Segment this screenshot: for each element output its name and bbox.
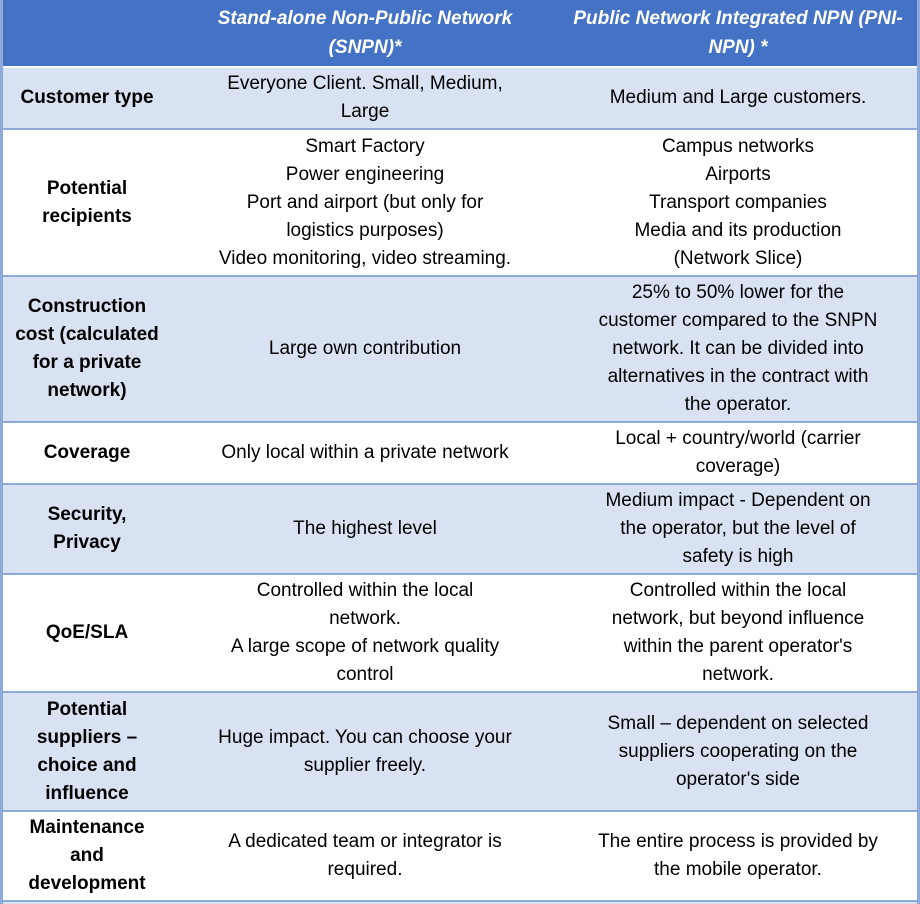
table-row-potential-suppliers: Potential suppliers – choice and influen… bbox=[3, 691, 917, 810]
cell-pni: Medium and Large customers. bbox=[609, 87, 867, 108]
cell-snpn: Smart Factory Power engineering Port and… bbox=[218, 135, 512, 269]
cell-snpn: Large own contribution bbox=[268, 338, 462, 359]
row-label: Potential suppliers – choice and influen… bbox=[36, 698, 138, 804]
table-row-coverage: Coverage Only local within a private net… bbox=[3, 421, 917, 483]
row-label: Customer type bbox=[20, 87, 154, 108]
cell-pni: Medium impact - Dependent on the operato… bbox=[605, 490, 871, 567]
cell-pni: Campus networks Airports Transport compa… bbox=[634, 135, 842, 269]
table-row-construction-cost: Construction cost (calculated for a priv… bbox=[3, 275, 917, 421]
table-row-security-privacy: Security, Privacy The highest level Medi… bbox=[3, 483, 917, 573]
cell-snpn: Everyone Client. Small, Medium, Large bbox=[227, 73, 503, 122]
table-row-potential-recipients: Potential recipients Smart Factory Power… bbox=[3, 128, 917, 275]
row-label: Maintenance and development bbox=[28, 817, 146, 894]
cell-pni: The entire process is provided by the mo… bbox=[598, 831, 878, 880]
row-label: Coverage bbox=[43, 442, 131, 463]
table-header-row: Stand-alone Non-Public Network (SNPN)* P… bbox=[3, 0, 917, 66]
cell-pni: Local + country/world (carrier coverage) bbox=[615, 428, 861, 477]
table-row-qoe-sla: QoE/SLA Controlled within the local netw… bbox=[3, 573, 917, 691]
row-label: Security, Privacy bbox=[47, 504, 127, 553]
header-cell-pni-npn: Public Network Integrated NPN (PNI-NPN) … bbox=[573, 8, 903, 58]
header-cell-empty bbox=[3, 0, 171, 66]
table-row-maintenance-development: Maintenance and development A dedicated … bbox=[3, 810, 917, 900]
cell-snpn: Huge impact. You can choose your supplie… bbox=[218, 726, 512, 776]
cell-snpn: Controlled within the local network. A l… bbox=[230, 580, 500, 685]
cell-pni: 25% to 50% lower for the customer compar… bbox=[598, 282, 878, 415]
header-cell-snpn: Stand-alone Non-Public Network (SNPN)* bbox=[217, 8, 513, 58]
row-label: Construction cost (calculated for a priv… bbox=[15, 296, 159, 401]
row-label: QoE/SLA bbox=[45, 622, 129, 643]
cell-pni: Controlled within the local network, but… bbox=[611, 580, 865, 685]
cell-pni: Small – dependent on selected suppliers … bbox=[607, 712, 869, 790]
row-label: Potential recipients bbox=[42, 177, 132, 227]
next-row-cutoff bbox=[3, 900, 917, 904]
table-row-customer-type: Customer type Everyone Client. Small, Me… bbox=[3, 66, 917, 128]
cell-snpn: The highest level bbox=[293, 518, 437, 539]
cell-snpn: Only local within a private network bbox=[221, 442, 509, 463]
cell-snpn: A dedicated team or integrator is requir… bbox=[228, 831, 502, 880]
